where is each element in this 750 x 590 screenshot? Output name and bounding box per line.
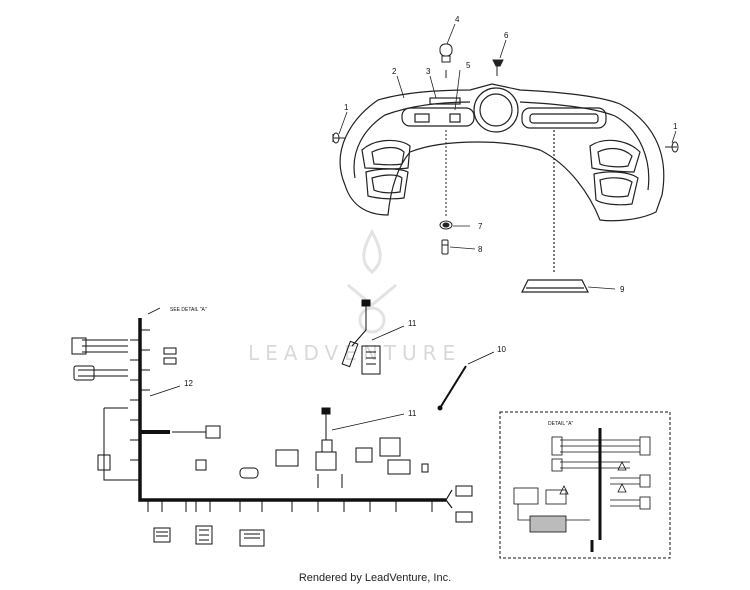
detail-a-title: DETAIL "A" bbox=[548, 421, 573, 427]
dash-panel bbox=[339, 83, 665, 222]
leader-lines-top bbox=[338, 23, 677, 290]
callout-5: 5 bbox=[466, 61, 471, 70]
rod-10 bbox=[437, 365, 467, 411]
push-rivet-6 bbox=[492, 59, 504, 76]
leader-lines-bottom bbox=[331, 325, 495, 431]
callout-2: 2 bbox=[392, 67, 397, 76]
callout-9: 9 bbox=[620, 285, 625, 294]
detail-a-box bbox=[499, 411, 671, 559]
callout-3: 3 bbox=[426, 67, 431, 76]
see-detail-label: SEE DETAIL "A" bbox=[170, 307, 207, 313]
knob-4 bbox=[439, 43, 453, 78]
callout-1-left: 1 bbox=[344, 103, 349, 112]
switch-11-upper bbox=[341, 299, 381, 375]
fastener-1-right bbox=[665, 141, 679, 153]
watermark-logo bbox=[347, 228, 397, 334]
fastener-1-left bbox=[332, 132, 345, 144]
footer-credit: Rendered by LeadVenture, Inc. bbox=[298, 572, 452, 584]
callout-11-upper: 11 bbox=[408, 319, 417, 328]
callout-10: 10 bbox=[497, 345, 506, 354]
switch-7 bbox=[439, 130, 453, 230]
callout-8: 8 bbox=[478, 245, 483, 254]
callout-11-lower: 11 bbox=[408, 409, 417, 418]
callout-6: 6 bbox=[504, 31, 509, 40]
bottom-connectors bbox=[153, 407, 473, 547]
callout-12: 12 bbox=[184, 379, 193, 388]
callout-4: 4 bbox=[455, 15, 460, 24]
callout-1-right: 1 bbox=[673, 122, 678, 131]
lens-9 bbox=[521, 130, 589, 293]
wire-harness-12 bbox=[71, 307, 453, 512]
plug-8 bbox=[441, 239, 449, 255]
callout-7: 7 bbox=[478, 222, 483, 231]
